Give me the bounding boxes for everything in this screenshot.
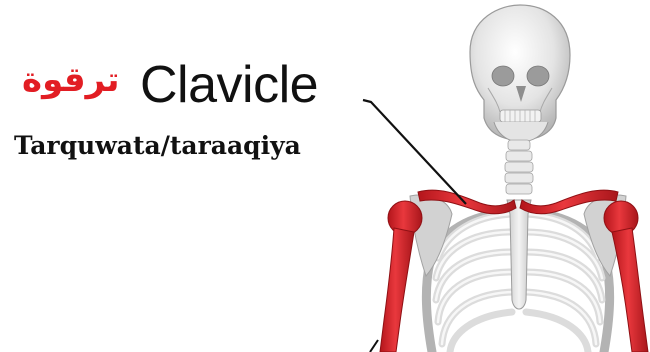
humerus-left xyxy=(380,201,422,352)
leader-tick xyxy=(370,340,378,352)
skull xyxy=(470,5,570,142)
leader-line xyxy=(363,100,466,204)
cervical-spine xyxy=(505,140,533,194)
